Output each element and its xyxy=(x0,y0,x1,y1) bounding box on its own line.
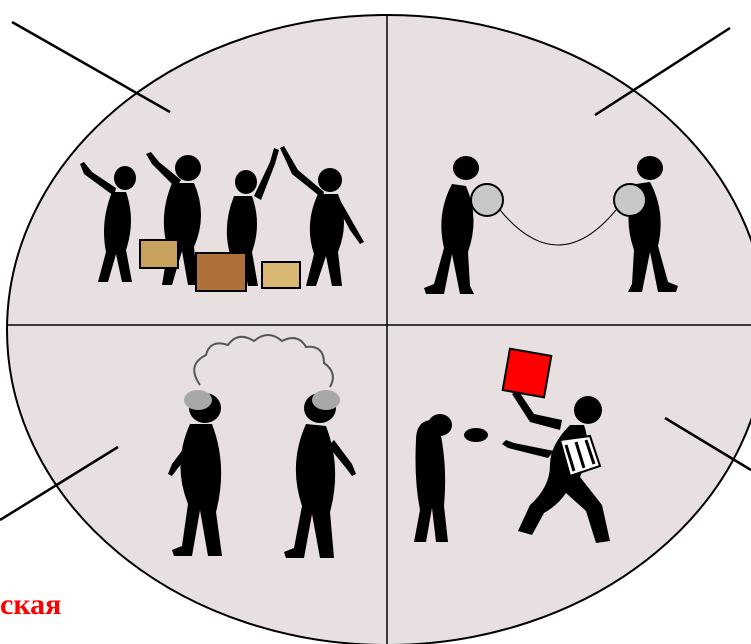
callout-line-top-right xyxy=(595,28,730,115)
caption-text: ская xyxy=(0,590,61,620)
callout-line-top-left xyxy=(12,22,170,112)
circle-background xyxy=(7,15,751,644)
